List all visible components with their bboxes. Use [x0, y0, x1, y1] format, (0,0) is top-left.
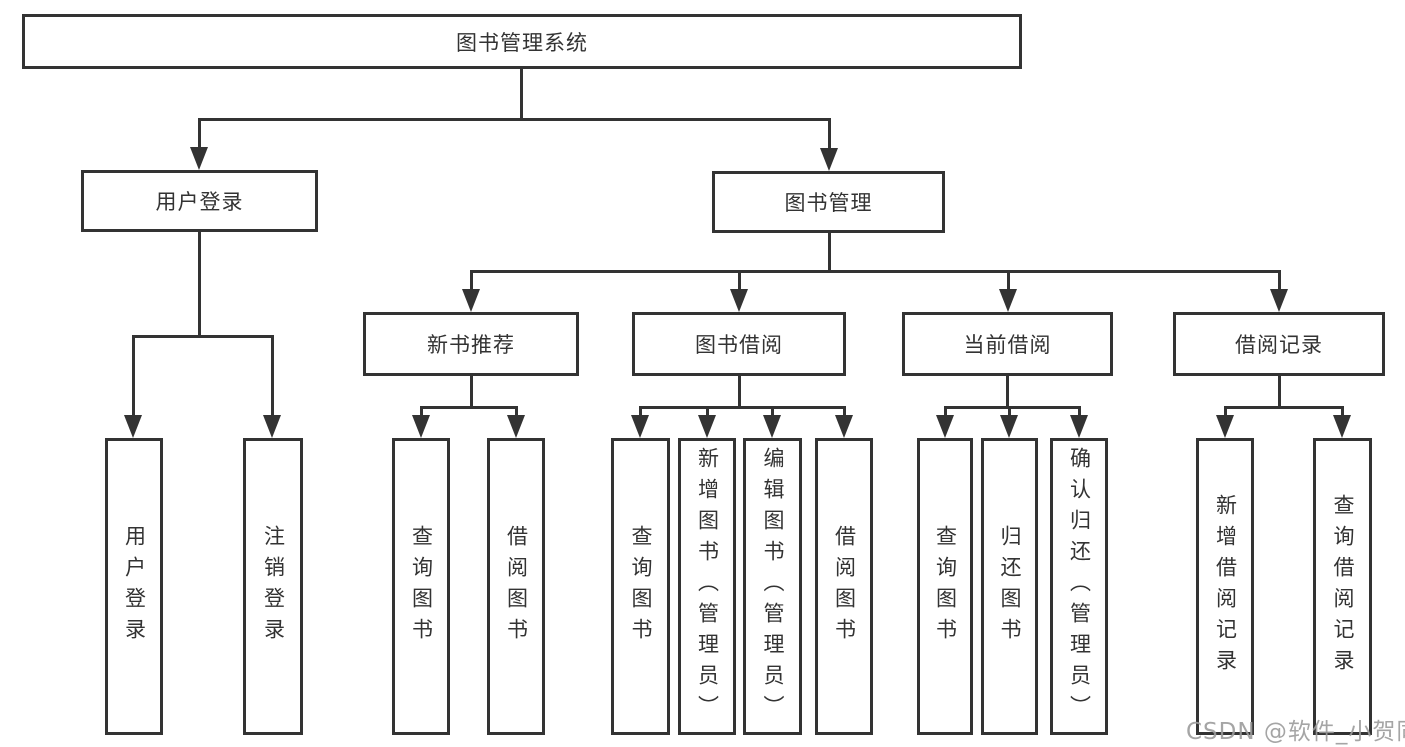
connector-arrow	[999, 270, 1017, 312]
connector-arrow	[820, 118, 838, 171]
node-library-system: 图书管理系统	[22, 14, 1022, 69]
connector-line	[198, 232, 201, 338]
connector-arrow	[1000, 406, 1018, 438]
connector-arrow	[835, 406, 853, 438]
node-edit-books-admin: 编辑图书（管理员）	[743, 438, 802, 735]
connector-line	[520, 69, 523, 121]
connector-arrow	[936, 406, 954, 438]
connector-arrow	[730, 270, 748, 312]
connector-line	[420, 406, 517, 409]
node-label: 查询借阅记录	[1331, 493, 1356, 680]
node-label: 用户登录	[155, 190, 244, 214]
node-label: 查询图书	[409, 524, 434, 649]
node-label: 查询图书	[933, 524, 958, 649]
node-user-login-action: 用户登录	[105, 438, 163, 735]
connector-line	[1224, 406, 1343, 409]
connector-line	[639, 406, 845, 409]
node-label: 借阅记录	[1235, 333, 1323, 357]
node-label: 当前借阅	[963, 333, 1052, 357]
node-label: 图书管理系统	[456, 30, 588, 55]
node-label: 新增图书（管理员）	[695, 447, 720, 726]
node-label: 查询图书	[629, 524, 654, 649]
node-label: 确认归还（管理员）	[1067, 447, 1092, 726]
node-return-books: 归还图书	[981, 438, 1038, 735]
connector-line	[470, 374, 473, 409]
node-add-books-admin: 新增图书（管理员）	[678, 438, 736, 735]
connector-line	[1278, 374, 1281, 409]
connector-arrow	[1333, 406, 1351, 438]
connector-line	[1006, 374, 1009, 409]
connector-line	[470, 270, 1280, 273]
node-query-books-recommend: 查询图书	[392, 438, 450, 735]
connector-arrow	[1216, 406, 1234, 438]
connector-arrow	[1070, 406, 1088, 438]
connector-line	[132, 335, 274, 338]
connector-arrow	[190, 118, 208, 170]
node-label: 新书推荐	[427, 333, 515, 357]
node-label: 新增借阅记录	[1213, 493, 1238, 680]
connector-arrow	[507, 406, 525, 438]
connector-arrow	[263, 335, 281, 438]
node-label: 图书管理	[784, 191, 873, 215]
connector-arrow	[462, 270, 480, 312]
connector-arrow	[631, 406, 649, 438]
node-label: 图书借阅	[695, 333, 783, 357]
node-query-borrow-record: 查询借阅记录	[1313, 438, 1372, 735]
node-borrow-books-recommend: 借阅图书	[487, 438, 545, 735]
connector-line	[828, 233, 831, 273]
node-label: 注销登录	[261, 524, 286, 649]
node-current-borrowing: 当前借阅	[902, 312, 1113, 376]
connector-line	[944, 406, 1080, 409]
node-label: 借阅图书	[504, 524, 529, 649]
node-book-management: 图书管理	[712, 171, 945, 233]
node-label: 借阅图书	[832, 524, 857, 649]
node-user-login: 用户登录	[81, 170, 318, 232]
node-borrowing-records: 借阅记录	[1173, 312, 1385, 376]
node-label: 用户登录	[122, 524, 147, 649]
node-borrow-books: 借阅图书	[815, 438, 873, 735]
connector-line	[738, 374, 741, 409]
connector-arrow	[1270, 270, 1288, 312]
node-add-borrow-record: 新增借阅记录	[1196, 438, 1254, 735]
node-query-books-borrowing: 查询图书	[611, 438, 670, 735]
node-query-books-current: 查询图书	[917, 438, 973, 735]
connector-arrow	[763, 406, 781, 438]
connector-arrow	[698, 406, 716, 438]
connector-arrow	[412, 406, 430, 438]
node-label: 归还图书	[998, 524, 1023, 649]
connector-line	[199, 118, 830, 121]
node-logout-action: 注销登录	[243, 438, 303, 735]
watermark: CSDN @软件_小贺同学	[1186, 719, 1405, 745]
node-label: 编辑图书（管理员）	[761, 447, 786, 726]
node-confirm-return-admin: 确认归还（管理员）	[1050, 438, 1108, 735]
node-book-borrowing: 图书借阅	[632, 312, 846, 376]
connector-arrow	[124, 335, 142, 438]
node-new-book-recommend: 新书推荐	[363, 312, 579, 376]
